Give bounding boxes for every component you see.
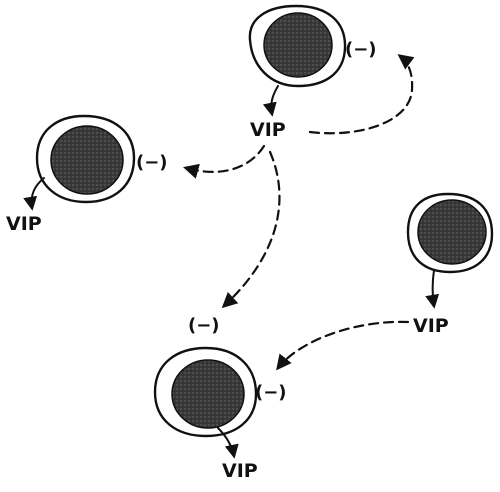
inhibition-arrow-to-top xyxy=(308,54,415,135)
inhibition-label-top: (−) xyxy=(345,39,377,60)
secretion-arrow-right xyxy=(425,269,440,309)
cell-top-nucleus xyxy=(263,12,333,78)
cell-bottom-nucleus xyxy=(171,359,245,429)
cell-top xyxy=(248,4,347,88)
secretion-arrow-left xyxy=(23,177,45,211)
vip-label-top: VIP xyxy=(250,119,286,141)
inhibition-arrow-to-bottom-from-right xyxy=(276,320,410,371)
cell-bottom xyxy=(153,346,258,438)
inhibition-arrow-to-left xyxy=(183,144,266,179)
cell-left xyxy=(35,114,136,204)
secretion-arrow-bottom xyxy=(217,427,239,459)
inhibition-arrow-to-bottom-from-top xyxy=(221,150,281,309)
cell-left-nucleus xyxy=(50,125,124,195)
secretion-arrow-top xyxy=(262,85,279,117)
cell-right xyxy=(406,192,494,274)
inhibition-label-bottom: (−) xyxy=(255,382,287,403)
cell-right-nucleus xyxy=(417,199,487,265)
inhibition-label-left: (−) xyxy=(136,152,168,173)
inhibition-label-mid: (−) xyxy=(188,315,220,336)
vip-label-left: VIP xyxy=(6,213,42,235)
vip-label-bottom: VIP xyxy=(222,460,258,482)
vip-label-right: VIP xyxy=(413,315,449,337)
